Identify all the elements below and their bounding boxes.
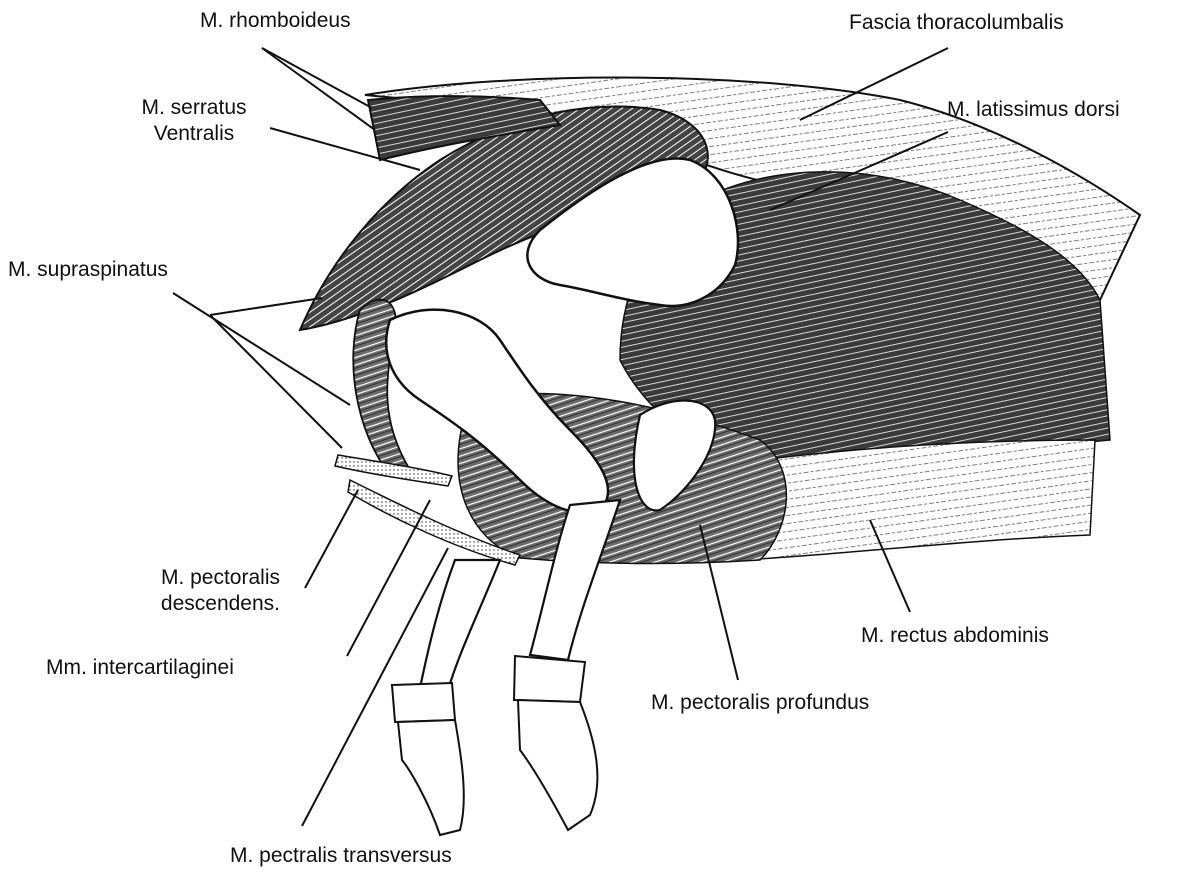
left-carpus-bone (392, 683, 455, 722)
label-pectoralis-descendens: M. pectoralis descendens. (120, 565, 280, 617)
leader-rhomboideus-2 (262, 48, 375, 130)
label-supraspinatus: M. supraspinatus (8, 257, 168, 283)
left-hoof-bone (398, 720, 464, 835)
leader-rhomboideus (262, 48, 372, 108)
label-pectoralis-profundus: M. pectoralis profundus (651, 690, 869, 716)
leader-supraspinatus-3 (210, 315, 342, 448)
label-fascia-thoracolumbalis: Fascia thoracolumbalis (849, 10, 1064, 36)
leader-pect-desc (305, 490, 358, 588)
label-serratus-line2: Ventralis (124, 121, 264, 147)
label-rhomboideus: M. rhomboideus (200, 8, 351, 34)
right-hoof-bone (518, 700, 597, 830)
leader-intercart (347, 500, 430, 656)
label-serratus-line1: M. serratus (124, 95, 264, 121)
label-pect-desc-line1: M. pectoralis (120, 565, 280, 591)
label-pectralis-transversus: M. pectralis transversus (230, 843, 452, 869)
label-rectus-abdominis: M. rectus abdominis (861, 623, 1049, 649)
leader-supraspinatus-1 (210, 298, 322, 315)
right-carpus-bone (514, 656, 585, 702)
label-latissimus-dorsi: M. latissimus dorsi (947, 97, 1120, 123)
label-serratus-ventralis: M. serratus Ventralis (124, 95, 264, 147)
label-intercartilaginei: Mm. intercartilaginei (46, 655, 234, 681)
label-pect-desc-line2: descendens. (120, 591, 280, 617)
